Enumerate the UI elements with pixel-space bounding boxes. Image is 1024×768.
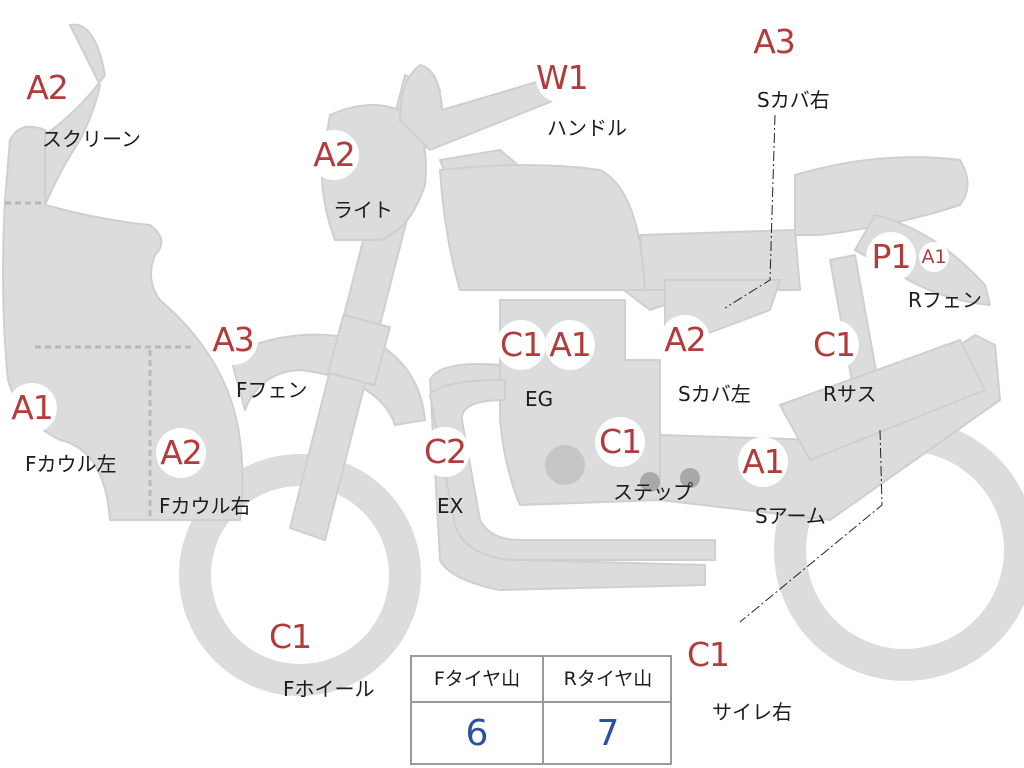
exhaust-pipe bbox=[429, 379, 716, 561]
rear-tire-value: 7 bbox=[542, 703, 672, 765]
leader-scover-right bbox=[724, 114, 776, 309]
rfender-grade-badge-2: A1 bbox=[919, 242, 949, 272]
rsus-grade-badge: C1 bbox=[809, 320, 859, 370]
sarm-grade-badge: A1 bbox=[738, 437, 788, 487]
rsus-label: Rサス bbox=[823, 382, 877, 406]
handle-label: ハンドル bbox=[547, 116, 627, 140]
rfender-grade-badge-1: P1 bbox=[866, 232, 916, 282]
fcowl-left-grade-badge: A1 bbox=[7, 383, 57, 433]
sarm-label: Sアーム bbox=[755, 504, 826, 528]
ffender-grade-badge: A3 bbox=[208, 315, 258, 365]
scover-right-grade-badge: A3 bbox=[749, 17, 799, 67]
scover-left-grade-badge: A2 bbox=[660, 315, 710, 365]
light-grade-badge: A2 bbox=[309, 130, 359, 180]
fuel-tank-shape bbox=[439, 164, 646, 291]
fwheel-label: Fホイール bbox=[283, 677, 375, 701]
scover-left-label: Sカバ左 bbox=[678, 382, 751, 406]
engine-grade-badge-1: C1 bbox=[496, 320, 546, 370]
seat-front-shape bbox=[639, 229, 801, 291]
ffender-label: Fフェン bbox=[236, 378, 308, 402]
fcowl-left-label: Fカウル左 bbox=[25, 452, 117, 476]
step-label: ステップ bbox=[613, 480, 693, 504]
light-label: ライト bbox=[333, 198, 393, 222]
rfender-label: Rフェン bbox=[908, 288, 982, 312]
step-peg-1 bbox=[640, 472, 660, 492]
handle-grade-badge: W1 bbox=[536, 53, 589, 103]
scover-right-label: Sカバ右 bbox=[757, 88, 830, 112]
front-wheel bbox=[179, 454, 421, 696]
tire-tread-table: Fタイヤ山 Rタイヤ山 6 7 bbox=[410, 655, 672, 765]
engine-details bbox=[545, 445, 700, 492]
exhaust-grade-badge: C2 bbox=[420, 427, 470, 477]
bike-body bbox=[2, 23, 1001, 591]
screen-grade-badge: A2 bbox=[22, 63, 72, 113]
fork-guard bbox=[327, 313, 391, 387]
cowl-divider-lines bbox=[5, 201, 195, 520]
rear-tire-header: Rタイヤ山 bbox=[542, 657, 672, 703]
exhaust-label: EX bbox=[437, 494, 464, 518]
engine-grade-badge-2: A1 bbox=[545, 320, 595, 370]
leader-lines bbox=[724, 114, 883, 623]
engine-cover-circle bbox=[545, 445, 585, 485]
muffler-shape bbox=[779, 339, 986, 461]
muffler-right-grade-badge: C1 bbox=[683, 630, 733, 680]
muffler-right-label: サイレ右 bbox=[712, 700, 792, 724]
step-grade-badge: C1 bbox=[595, 417, 645, 467]
fcowl-right-grade-badge: A2 bbox=[156, 428, 206, 478]
fwheel-grade-badge: C1 bbox=[265, 612, 315, 662]
handlebar-shape bbox=[399, 64, 576, 151]
leader-muffler-right bbox=[739, 429, 883, 623]
screen-label: スクリーン bbox=[42, 127, 141, 151]
fcowl-right-label: Fカウル右 bbox=[159, 494, 251, 518]
step-peg-2 bbox=[680, 468, 700, 488]
engine-label: EG bbox=[525, 387, 554, 411]
front-tire-value: 6 bbox=[465, 713, 489, 754]
front-tire-header: Fタイヤ山 bbox=[412, 657, 542, 703]
